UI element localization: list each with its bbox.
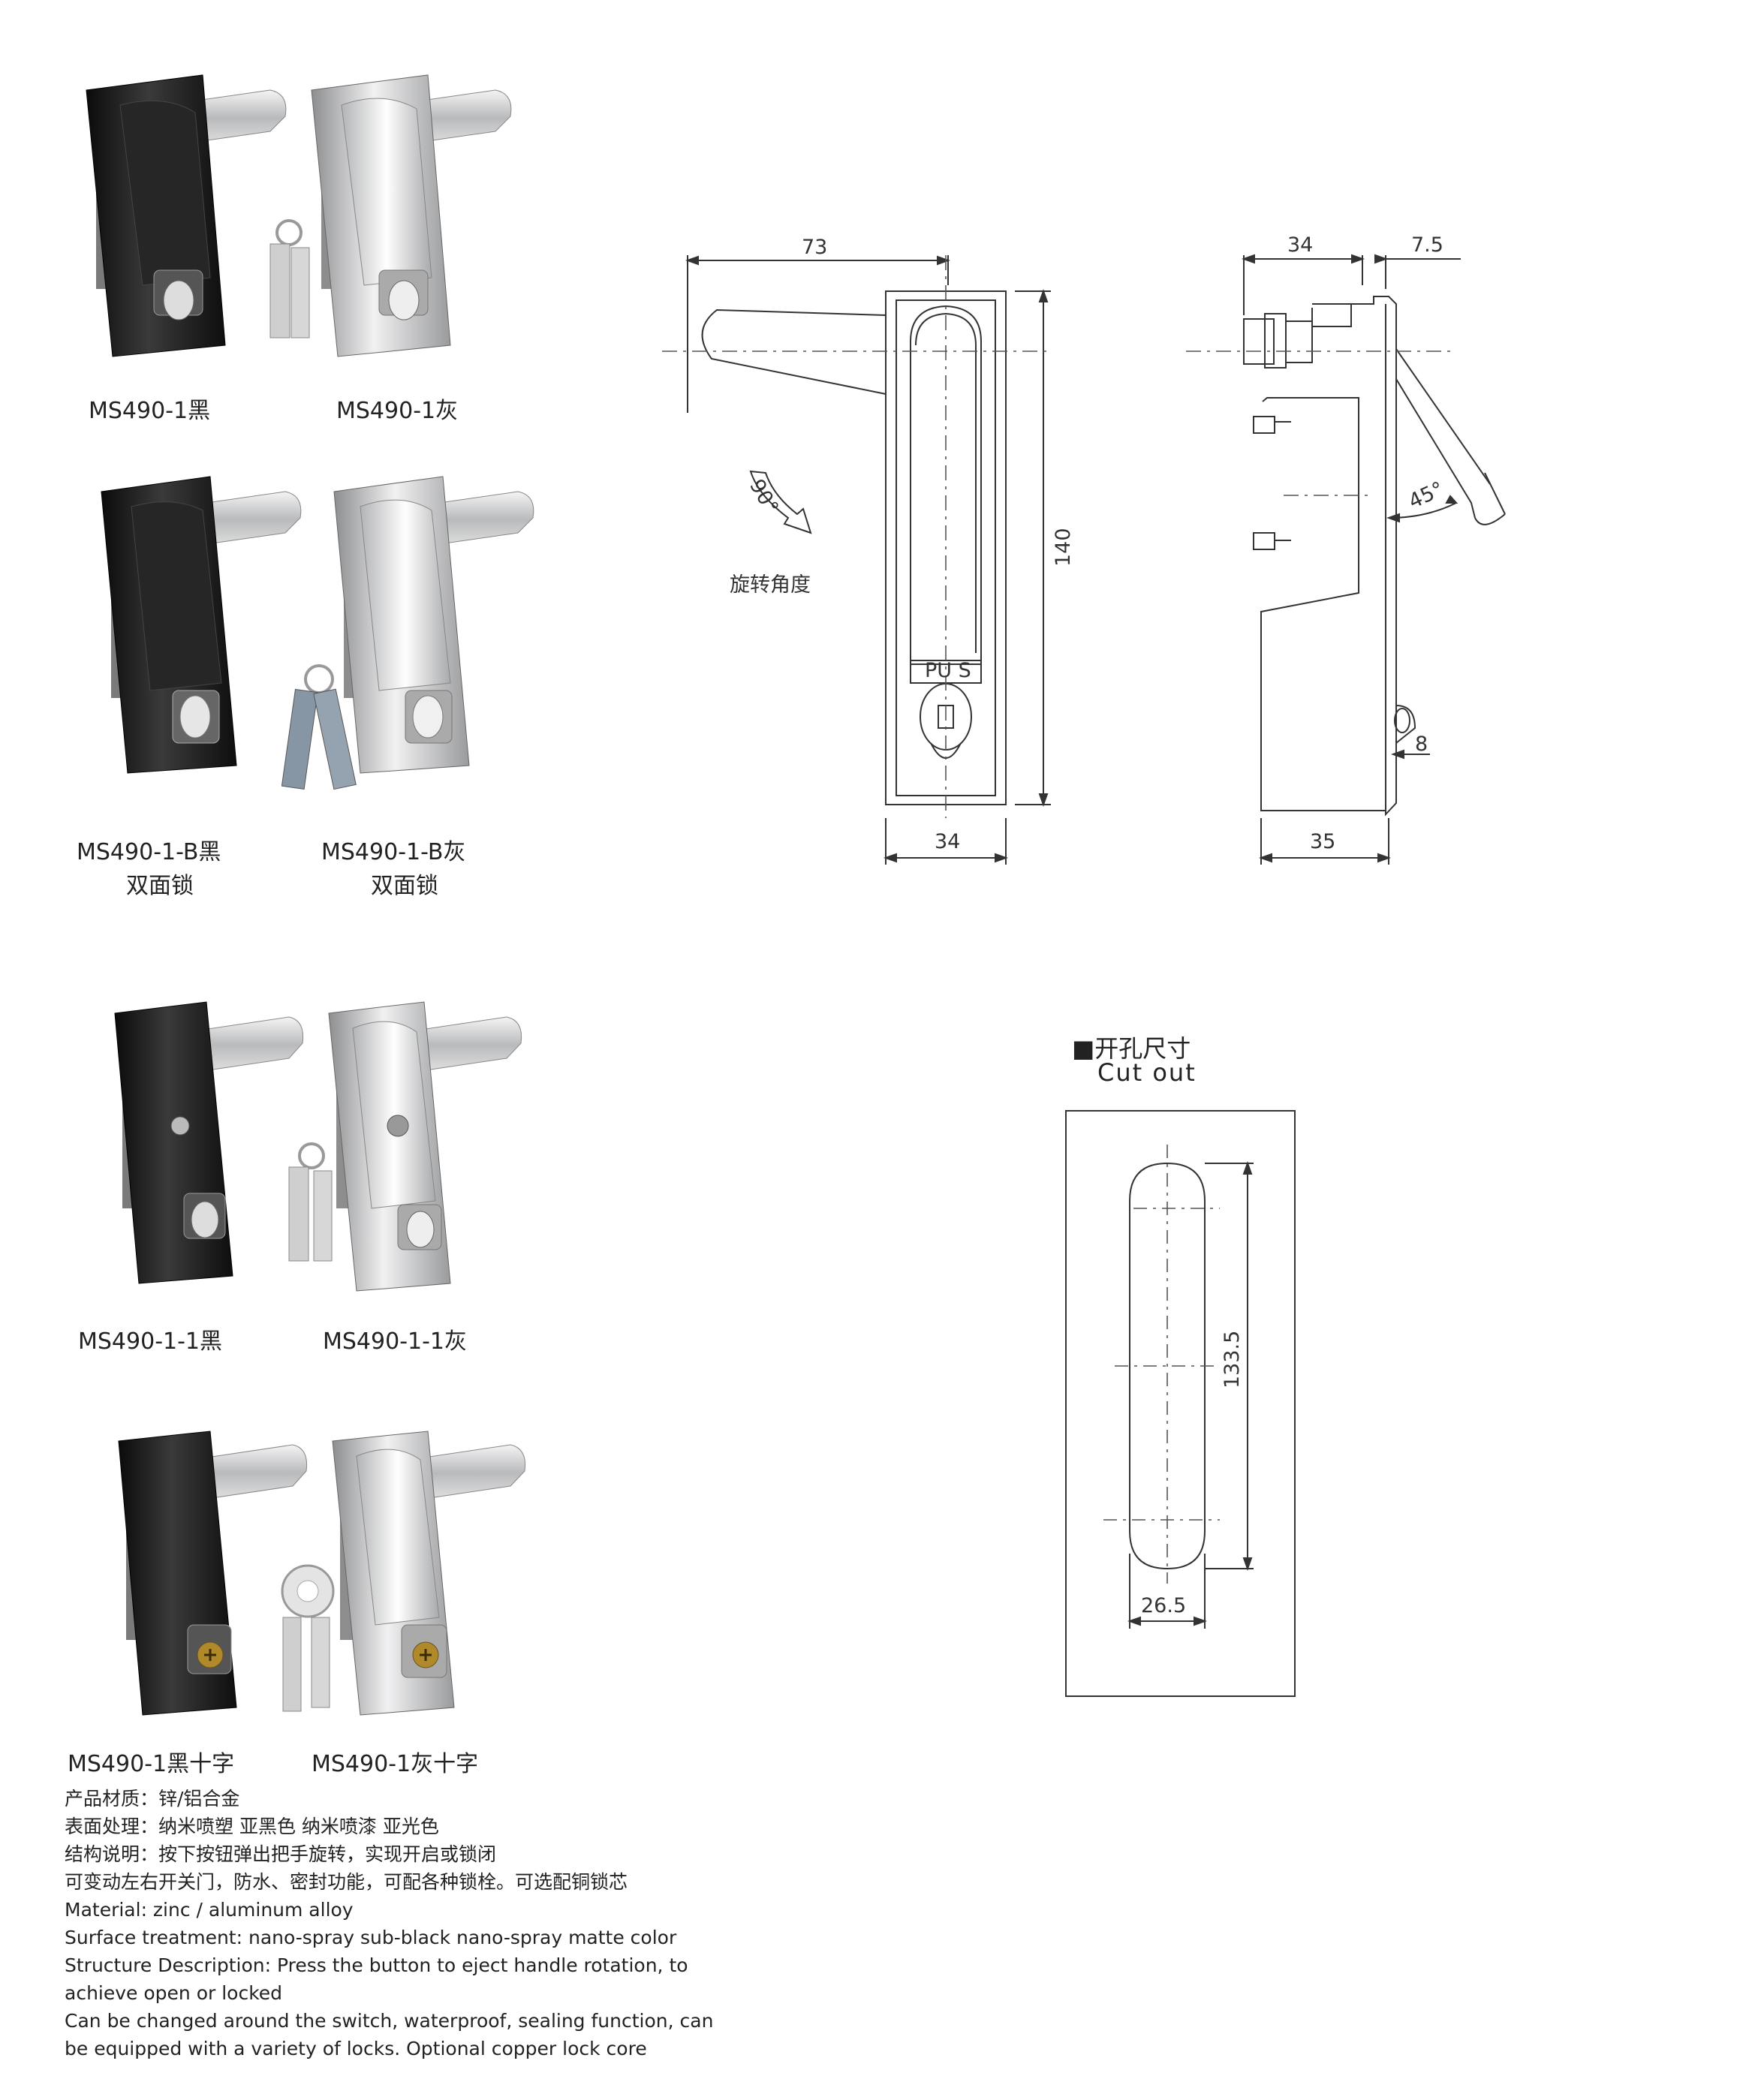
key-icon — [281, 664, 357, 790]
spec-line: 表面处理：纳米喷塑 亚黑色 纳米喷漆 亚光色 — [65, 1816, 439, 1837]
product-ms490-1-b-grey — [333, 476, 534, 774]
cutout-subtitle: Cut out — [1097, 1058, 1197, 1087]
cutout-drawing: 133.5 26.5 — [1065, 1110, 1296, 1697]
product-label: MS490-1-1灰 — [323, 1328, 468, 1355]
rotation-label: 旋转角度 — [730, 573, 811, 597]
product-ms490-1-b-black — [101, 476, 302, 774]
dim-height: 140 — [1052, 528, 1075, 567]
key-icon — [281, 1564, 335, 1712]
product-sublabel: 双面锁 — [126, 873, 194, 899]
push-text: PU S — [925, 659, 971, 682]
spec-line: be equipped with a variety of locks. Opt… — [65, 2038, 647, 2059]
product-ms490-1-grey — [311, 74, 512, 357]
spec-line: 可变动左右开关门，防水、密封功能，可配各种锁栓。可选配铜锁芯 — [65, 1871, 628, 1893]
key-icon — [269, 219, 310, 338]
rotation-angle: 90° — [745, 475, 783, 518]
product-label: MS490-1黑十字 — [68, 1751, 235, 1777]
spec-text: 产品材质：锌/铝合金 表面处理：纳米喷塑 亚黑色 纳米喷漆 亚光色 结构说明：按… — [65, 1785, 815, 2062]
spec-line: Material: zinc / aluminum alloy — [65, 1899, 354, 1921]
product-label: MS490-1-1黑 — [78, 1328, 223, 1355]
dim-width: 34 — [935, 830, 960, 853]
product-label: MS490-1灰十字 — [312, 1751, 479, 1777]
spec-line: Surface treatment: nano-spray sub-black … — [65, 1927, 677, 1948]
dim-handle-reach: 73 — [802, 236, 827, 259]
dim-tab: 8 — [1415, 733, 1428, 756]
side-view-drawing: 34 7.5 45° 8 35 — [1186, 233, 1506, 865]
spec-line: Structure Description: Press the button … — [65, 1954, 688, 1976]
product-ms490-1-cross-grey — [332, 1431, 526, 1716]
dim-cut-width: 26.5 — [1141, 1594, 1186, 1617]
product-ms490-1-cross-black — [118, 1431, 308, 1716]
key-icon — [288, 1142, 333, 1262]
product-ms490-1-1-grey — [328, 1001, 522, 1292]
spec-line: 结构说明：按下按钮弹出把手旋转，实现开启或锁闭 — [65, 1843, 497, 1865]
product-label: MS490-1-B黑 — [77, 839, 221, 865]
product-label: MS490-1灰 — [336, 398, 459, 424]
cutout-title: ■开孔尺寸 — [1072, 1034, 1191, 1063]
product-sublabel: 双面锁 — [371, 873, 438, 899]
dim-body: 35 — [1310, 830, 1335, 853]
spec-line: 产品材质：锌/铝合金 — [65, 1788, 240, 1810]
front-view-drawing: 90° 旋转角度 73 140 34 PU S — [662, 236, 1075, 865]
product-ms490-1-black — [86, 74, 287, 357]
spec-line: Can be changed around the switch, waterp… — [65, 2010, 714, 2032]
dim-offset: 7.5 — [1411, 233, 1443, 257]
product-label: MS490-1-B灰 — [321, 839, 466, 865]
dim-cut-height: 133.5 — [1221, 1331, 1244, 1388]
spec-line: achieve open or locked — [65, 1982, 283, 2004]
dim-tilt: 45° — [1405, 477, 1447, 513]
dim-depth: 34 — [1287, 233, 1313, 257]
product-label: MS490-1黑 — [89, 398, 211, 424]
product-ms490-1-1-black — [114, 1001, 304, 1284]
